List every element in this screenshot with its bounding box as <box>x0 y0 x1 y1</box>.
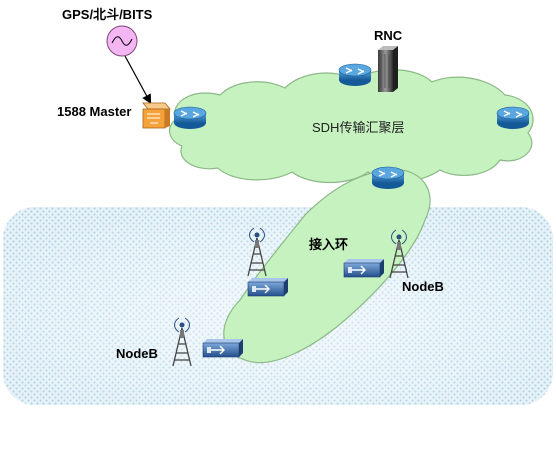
nodeb-label-left: NodeB <box>116 346 158 361</box>
server-icon <box>378 46 398 92</box>
sdh-layer-label: SDH传输汇聚层 <box>312 120 405 135</box>
sdh-cloud <box>168 69 534 184</box>
router-icon <box>496 106 530 129</box>
rnc-label: RNC <box>374 28 403 43</box>
antenna-tower-icon <box>172 317 192 367</box>
antenna-tower-icon <box>247 227 267 277</box>
antenna-tower-icon <box>389 229 409 279</box>
clock-link-arrow <box>124 55 152 105</box>
router-icon <box>338 63 372 86</box>
master-label: 1588 Master <box>57 104 132 119</box>
sine-wave-clock-icon <box>106 25 138 57</box>
transmission-device-icon <box>343 259 384 278</box>
transmission-device-icon <box>247 278 288 297</box>
transmission-device-icon <box>202 339 243 358</box>
router-icon <box>173 106 207 129</box>
router-icon <box>371 166 405 189</box>
access-ring-cloud <box>223 168 431 364</box>
access-ring-label: 接入环 <box>309 237 349 252</box>
switch-icon <box>142 102 171 129</box>
gps-label: GPS/北斗/BITS <box>62 7 153 22</box>
nodeb-label-right: NodeB <box>402 279 444 294</box>
